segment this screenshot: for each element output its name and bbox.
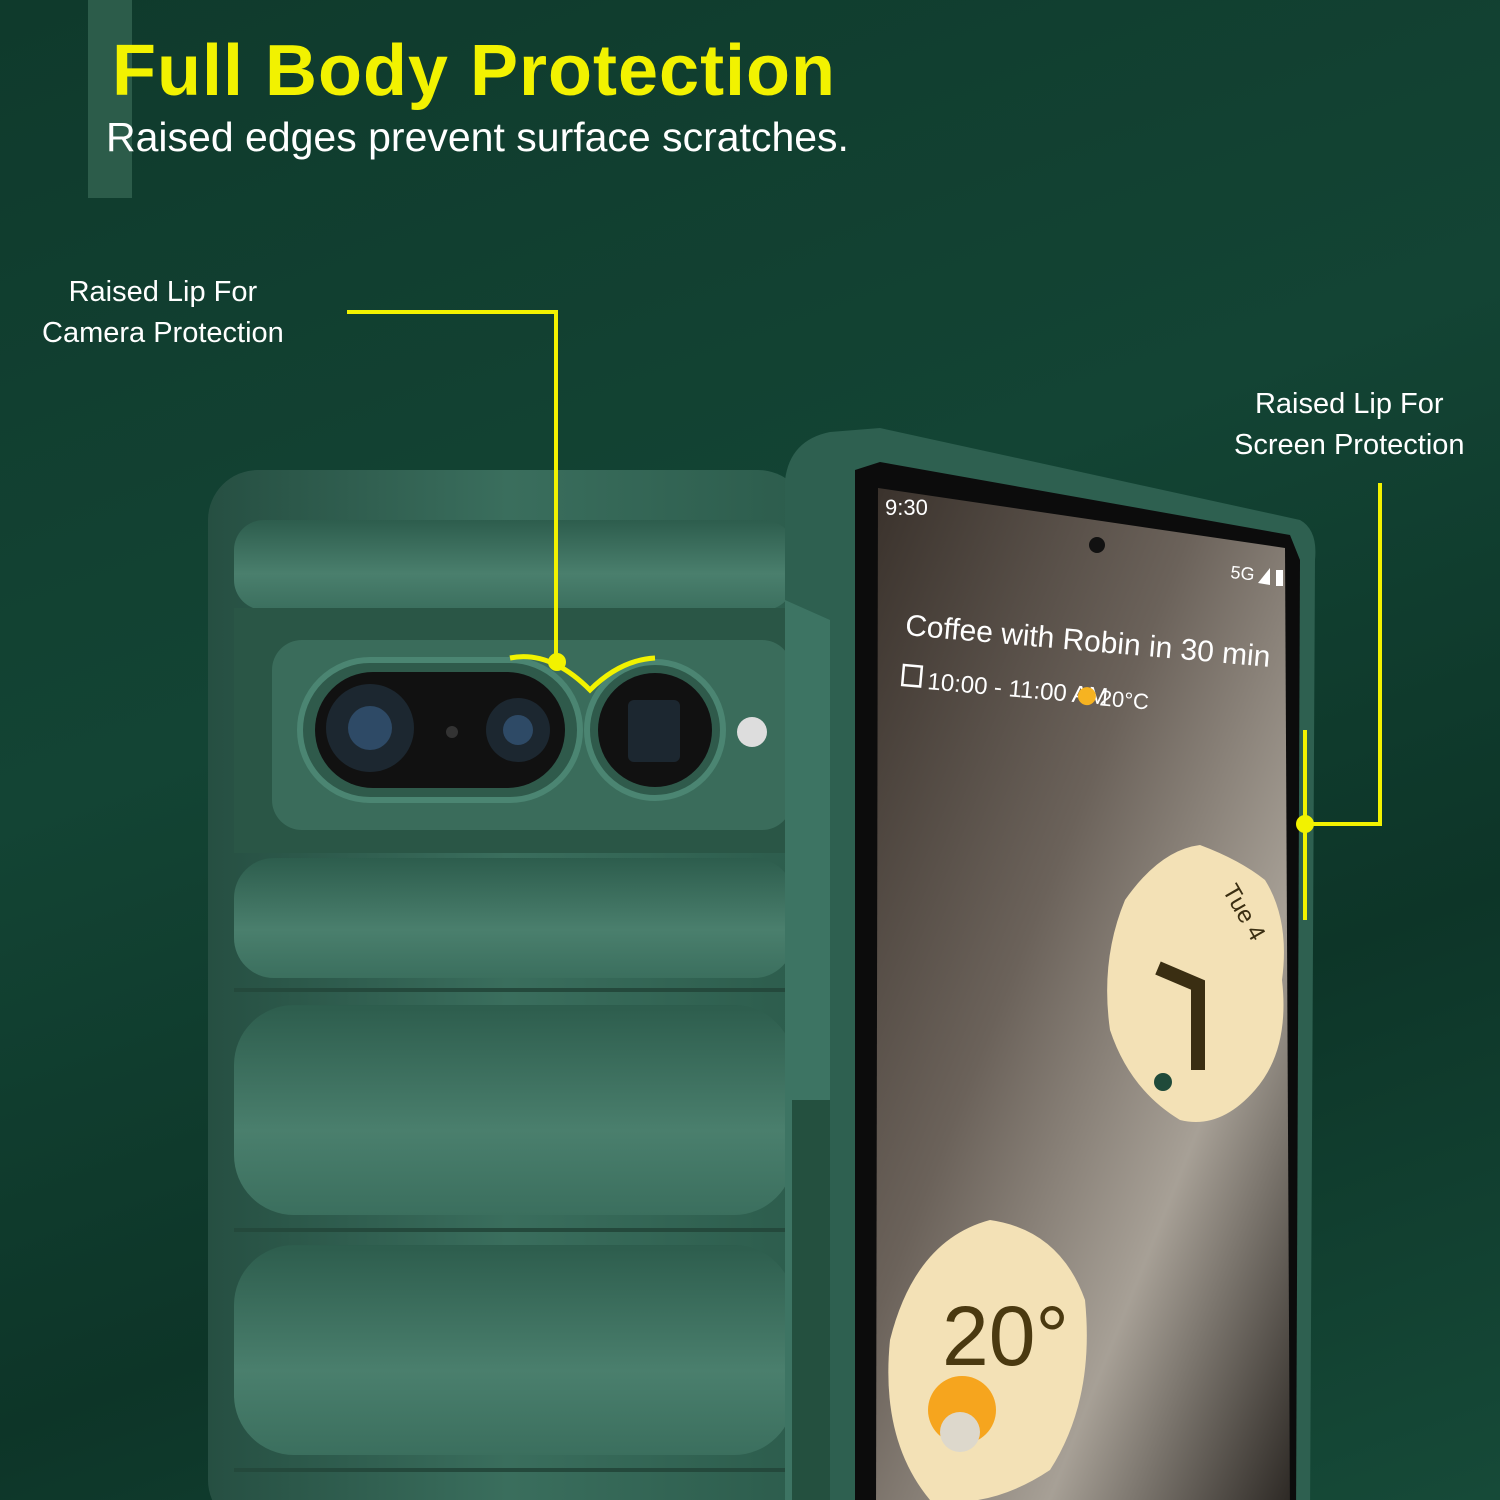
camera-callout-pointer — [347, 310, 656, 694]
cloud-icon — [940, 1412, 980, 1452]
front-camera-icon — [1089, 537, 1105, 553]
weather-big: 20° — [942, 1289, 1069, 1383]
clock-widget: Tue 4 — [1107, 845, 1284, 1122]
phone-back-case — [208, 470, 808, 1500]
screen-callout-pointer — [1296, 483, 1382, 920]
screen-callout-line2: Screen Protection — [1234, 429, 1465, 461]
accent-bar — [88, 0, 132, 198]
calendar-icon — [900, 663, 924, 688]
page-title: Full Body Protection — [112, 31, 837, 111]
weather-widget: 20° — [888, 1220, 1087, 1500]
weather-icon — [1077, 687, 1096, 706]
camera-callout-line1: Raised Lip For — [68, 276, 258, 308]
clock-hands-icon — [1155, 961, 1205, 1070]
battery-icon — [1276, 570, 1283, 586]
camera-bar — [297, 657, 767, 803]
camera-callout-label: Raised Lip For Camera Protection — [42, 272, 284, 354]
flash-icon — [737, 717, 767, 747]
status-time: 9:30 — [885, 495, 928, 520]
signal-icon — [1258, 568, 1270, 585]
weather-small: 20°C — [1099, 685, 1150, 714]
camera-callout-line2: Camera Protection — [42, 317, 284, 349]
page-subtitle: Raised edges prevent surface scratches. — [106, 114, 849, 160]
screen-callout-label: Raised Lip For Screen Protection — [1234, 384, 1465, 466]
status-network: 5G — [1230, 562, 1256, 584]
screen-callout-line1: Raised Lip For — [1254, 388, 1444, 420]
camera-lens-icon — [628, 700, 680, 762]
